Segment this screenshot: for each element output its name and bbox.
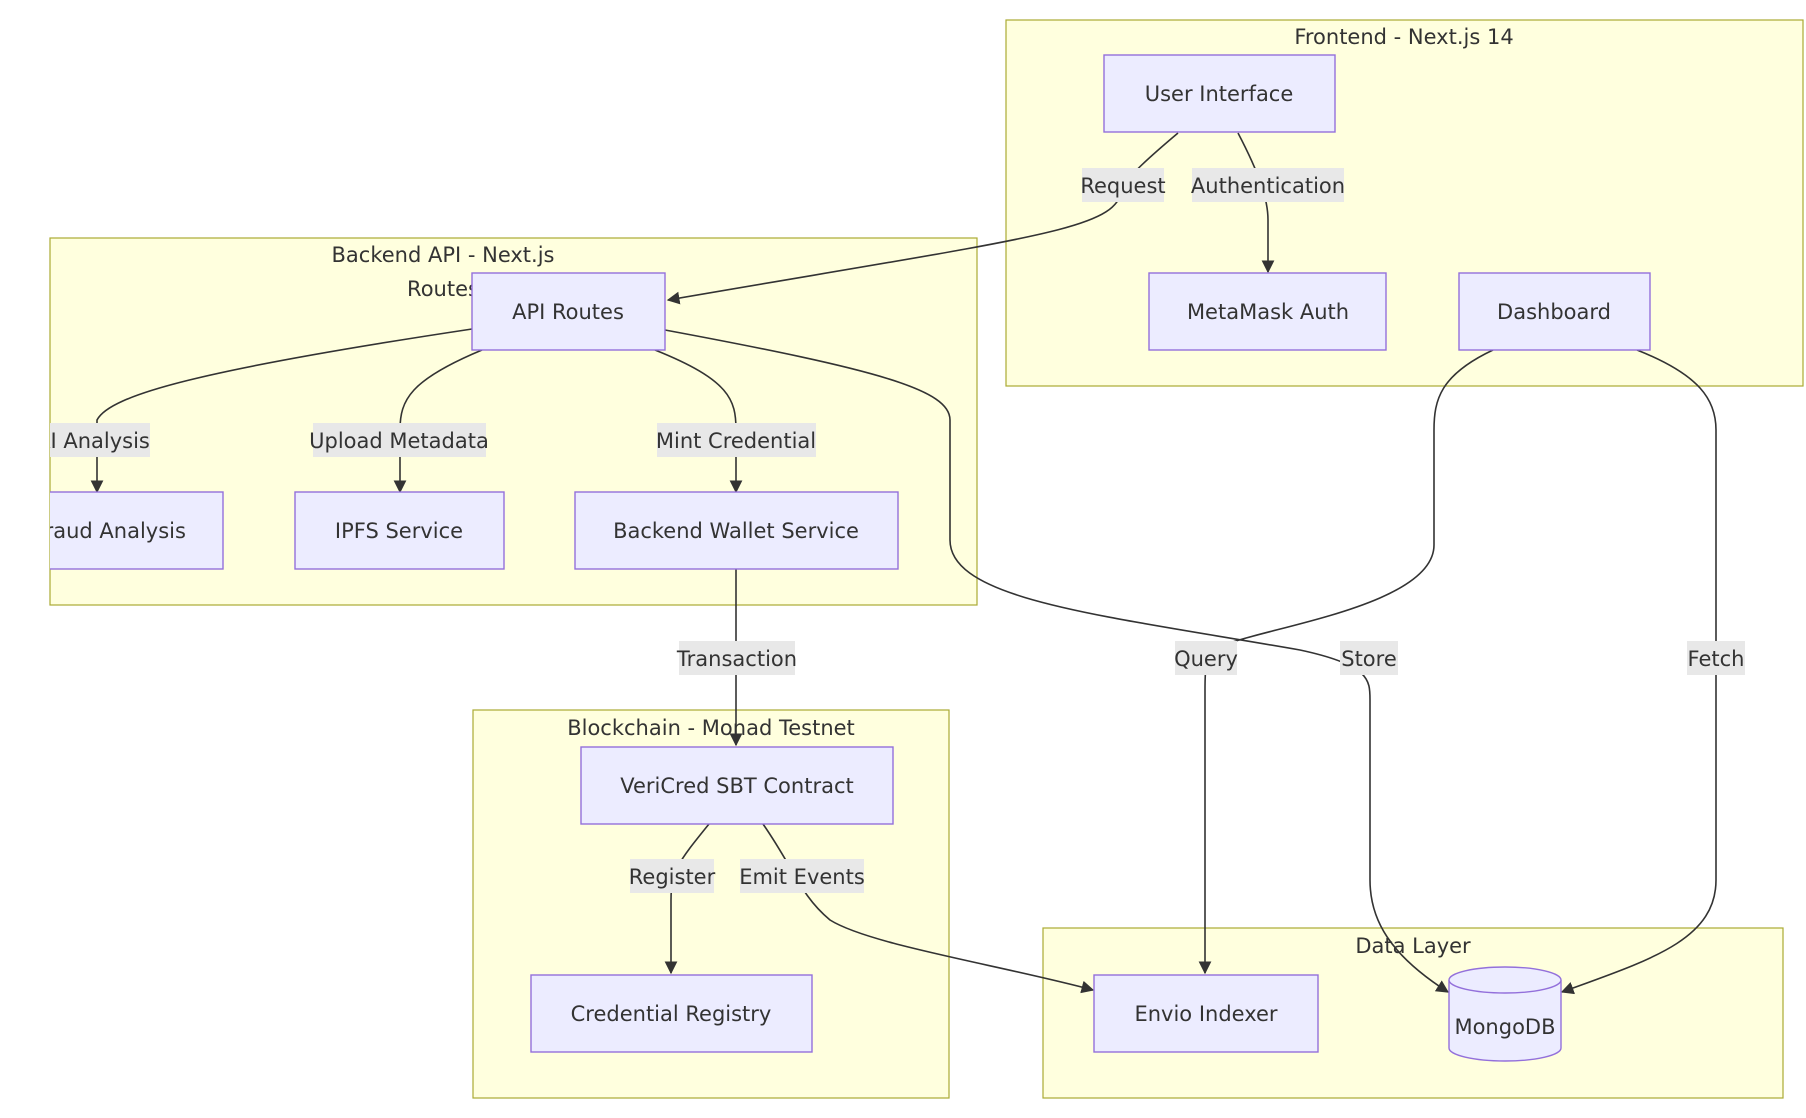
svg-text:Register: Register (629, 865, 716, 889)
edge-label-fetch: Fetch (1687, 641, 1745, 675)
node-mongodb[interactable]: MongoDB (1448, 966, 1562, 1062)
svg-text:Query: Query (1174, 647, 1238, 671)
node-fraud-analysis[interactable]: Fraud Analysis (0, 491, 224, 570)
node-user-interface[interactable]: User Interface (1103, 54, 1336, 133)
svg-text:Mint Credential: Mint Credential (656, 429, 816, 453)
svg-text:Request: Request (1080, 174, 1165, 198)
cluster-blockchain-label: Blockchain - Monad Testnet (567, 716, 855, 740)
svg-text:Fetch: Fetch (1688, 647, 1745, 671)
node-mongodb-label: MongoDB (1454, 1015, 1555, 1039)
node-envio-indexer-label: Envio Indexer (1134, 1002, 1277, 1026)
node-api-routes-label: API Routes (512, 300, 624, 324)
node-credential-registry[interactable]: Credential Registry (530, 974, 813, 1053)
edge-fetch (1560, 349, 1717, 995)
node-vericred-sbt-contract-label: VeriCred SBT Contract (620, 774, 853, 798)
svg-text:AI Analysis: AI Analysis (36, 429, 150, 453)
node-ipfs-service-label: IPFS Service (335, 519, 463, 543)
edge-label-upload-metadata: Upload Metadata (309, 423, 489, 457)
node-metamask-auth[interactable]: MetaMask Auth (1148, 272, 1387, 351)
node-metamask-auth-label: MetaMask Auth (1187, 300, 1349, 324)
node-backend-wallet-service[interactable]: Backend Wallet Service (574, 491, 899, 570)
cluster-backend-label-line1: Backend API - Next.js (332, 243, 555, 267)
svg-text:Transaction: Transaction (676, 647, 797, 671)
cluster-frontend-label: Frontend - Next.js 14 (1294, 25, 1513, 49)
edge-label-request: Request (1080, 168, 1166, 202)
node-vericred-sbt-contract[interactable]: VeriCred SBT Contract (580, 746, 894, 825)
cluster-backend-label-line2: Routes (407, 277, 479, 301)
edge-label-ai-analysis: AI Analysis (36, 423, 150, 457)
edge-label-emit-events: Emit Events (739, 859, 865, 893)
node-dashboard-label: Dashboard (1497, 300, 1611, 324)
svg-text:Emit Events: Emit Events (739, 865, 865, 889)
edge-label-transaction: Transaction (676, 641, 797, 675)
edge-label-register: Register (629, 859, 716, 893)
node-envio-indexer[interactable]: Envio Indexer (1093, 974, 1319, 1053)
node-fraud-analysis-label: Fraud Analysis (34, 519, 186, 543)
node-credential-registry-label: Credential Registry (571, 1002, 772, 1026)
svg-text:Upload Metadata: Upload Metadata (309, 429, 489, 453)
edge-store (664, 329, 1450, 993)
edge-label-authentication: Authentication (1191, 168, 1345, 202)
edge-labels: Request Authentication AI Analysis Uploa… (36, 168, 1745, 893)
node-ipfs-service[interactable]: IPFS Service (294, 491, 505, 570)
node-dashboard[interactable]: Dashboard (1458, 272, 1651, 351)
node-user-interface-label: User Interface (1145, 82, 1294, 106)
edge-label-store: Store (1340, 641, 1398, 675)
svg-text:Authentication: Authentication (1191, 174, 1345, 198)
edge-label-query: Query (1174, 641, 1238, 675)
node-backend-wallet-service-label: Backend Wallet Service (613, 519, 859, 543)
edge-ai-analysis (90, 328, 473, 494)
svg-text:Store: Store (1341, 647, 1397, 671)
cluster-data-layer-label: Data Layer (1355, 934, 1471, 958)
edge-label-mint-credential: Mint Credential (656, 423, 816, 457)
node-api-routes[interactable]: API Routes (471, 272, 666, 351)
